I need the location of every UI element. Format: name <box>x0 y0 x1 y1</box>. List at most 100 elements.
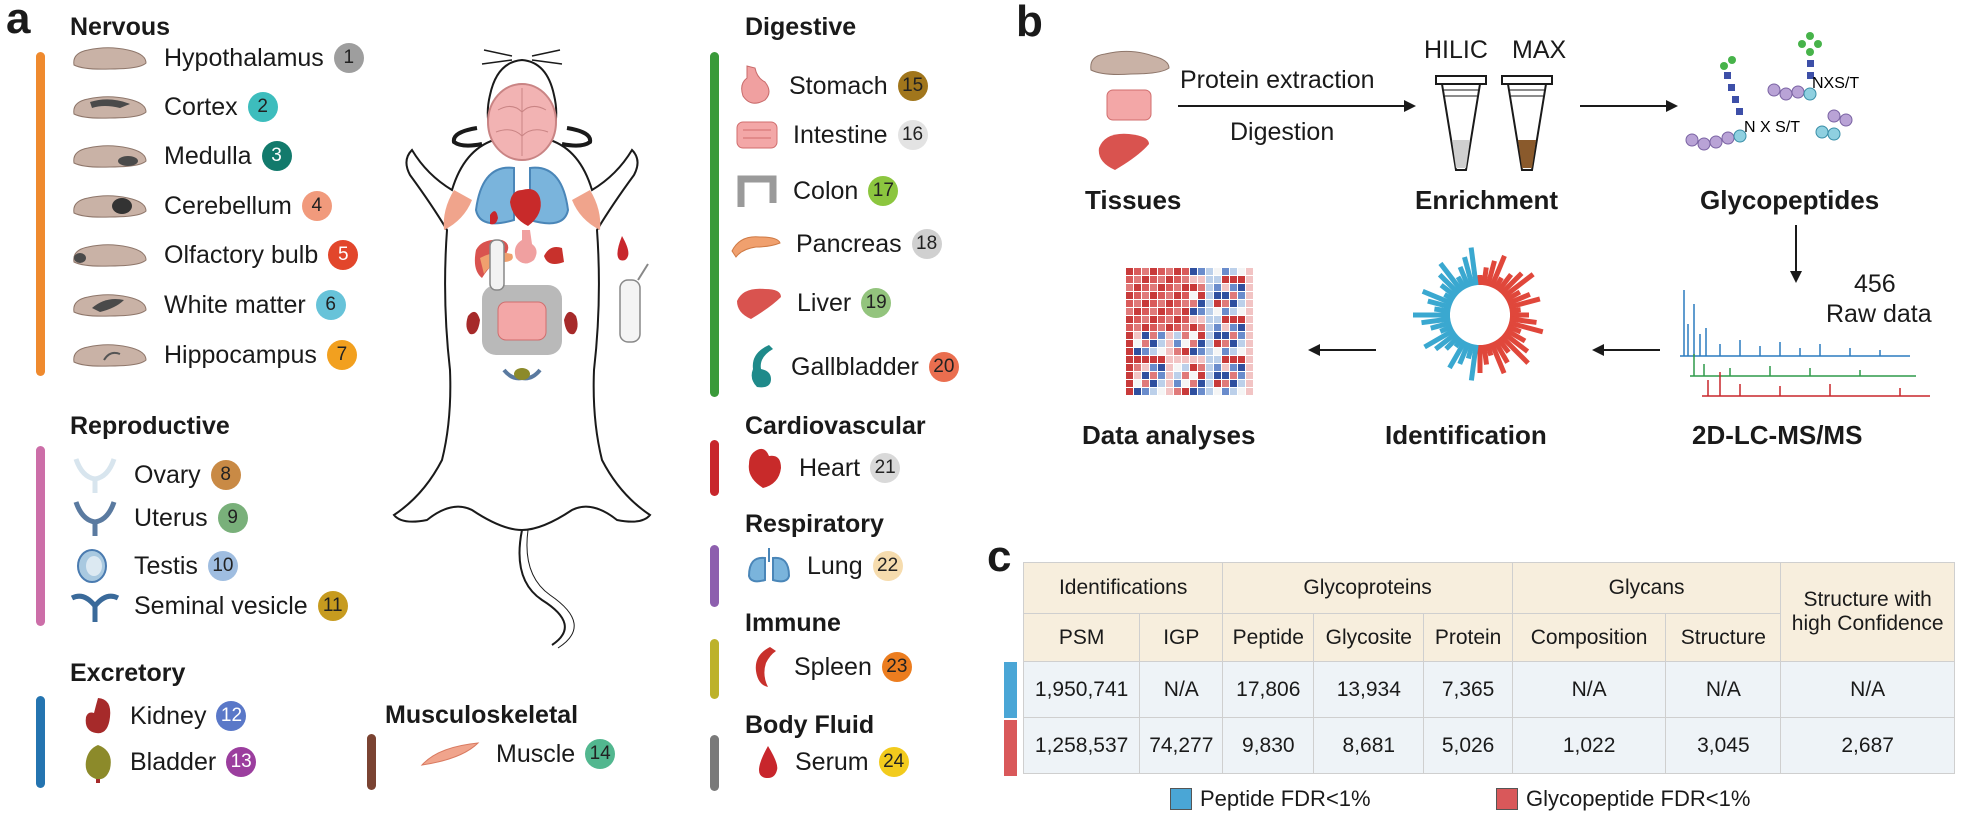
heatmap-cell <box>1150 332 1157 339</box>
lcms-label: 2D-LC-MS/MS <box>1692 420 1863 450</box>
item-number-badge: 18 <box>911 229 942 259</box>
item-number-badge: 10 <box>207 551 238 581</box>
heatmap-cell <box>1142 364 1149 371</box>
column-header: PSM <box>1022 613 1141 662</box>
heatmap-cell <box>1222 276 1229 283</box>
heatmap-cell <box>1182 284 1189 291</box>
heatmap-cell <box>1166 324 1173 331</box>
heatmap-cell <box>1134 372 1141 379</box>
table-cell: N/A <box>1511 661 1667 718</box>
heatmap-cell <box>1182 276 1189 283</box>
circular-bar <box>1430 320 1452 331</box>
heatmap-cell <box>1150 356 1157 363</box>
item-label: Intestine <box>793 120 888 149</box>
heatmap-cell <box>1182 316 1189 323</box>
row-color-bar-1 <box>1004 662 1017 718</box>
list-item-intestine: Intestine 16 <box>735 118 928 152</box>
legend-label: Peptide FDR<1% <box>1200 786 1371 811</box>
heatmap-cell <box>1206 316 1213 323</box>
group-bar-body-fluid <box>710 735 719 791</box>
list-item-ovary: Ovary 8 <box>70 457 241 493</box>
list-item-muscle: Muscle 14 <box>418 739 616 769</box>
heatmap-cell <box>1198 308 1205 315</box>
heatmap-cell <box>1134 364 1141 371</box>
table-cell: 1,950,741 <box>1022 661 1141 718</box>
item-number-badge: 12 <box>216 701 247 731</box>
heatmap-cell <box>1142 284 1149 291</box>
group-bar-excretory <box>36 696 45 788</box>
heatmap-cell <box>1206 292 1213 299</box>
kidney-icon <box>85 698 111 734</box>
item-number-badge: 6 <box>315 290 346 320</box>
heatmap-cell <box>1230 364 1237 371</box>
pancreas-icon <box>731 236 781 258</box>
table-row: 1,258,537 74,277 9,830 8,681 5,026 1,022… <box>1022 717 1955 774</box>
heatmap-cell <box>1206 356 1213 363</box>
heatmap-cell <box>1206 332 1213 339</box>
heatmap-cell <box>1158 380 1165 387</box>
circular-bar <box>1423 327 1456 350</box>
item-label: Testis <box>134 551 198 580</box>
glycopeptides-icon: N X S/T NXS/T <box>1685 32 1859 151</box>
digestion-label: Digestion <box>1230 118 1335 146</box>
heatmap-cell <box>1214 292 1221 299</box>
heatmap-cell <box>1182 268 1189 275</box>
item-label: Liver <box>797 288 852 317</box>
item-label: Uterus <box>134 503 208 532</box>
column-header: Glycosite <box>1313 613 1425 662</box>
item-label: Gallbladder <box>791 352 919 381</box>
heatmap-cell <box>1190 300 1197 307</box>
circular-bar <box>1443 292 1456 303</box>
heatmap-cell <box>1150 364 1157 371</box>
heatmap-cell <box>1206 388 1213 395</box>
circular-bar <box>1427 298 1452 310</box>
heatmap-cell <box>1142 348 1149 355</box>
item-number-badge: 2 <box>247 92 278 122</box>
heatmap-cell <box>1222 308 1229 315</box>
list-item-liver: Liver 19 <box>735 285 892 321</box>
group-title-cardiovascular: Cardiovascular <box>745 412 926 440</box>
heatmap-cell <box>1182 388 1189 395</box>
heatmap-cell <box>1166 340 1173 347</box>
circular-bar <box>1468 247 1479 286</box>
table-cell: 1,022 <box>1511 717 1667 774</box>
circular-bar <box>1506 292 1531 306</box>
heatmap-cell <box>1134 356 1141 363</box>
table-row: 1,950,741 N/A 17,806 13,934 7,365 N/A N/… <box>1022 661 1955 718</box>
list-item-spleen: Spleen 23 <box>750 645 912 689</box>
heatmap-cell <box>1126 332 1133 339</box>
heatmap-cell <box>1214 276 1221 283</box>
heatmap-cell <box>1214 308 1221 315</box>
heatmap-cell <box>1142 316 1149 323</box>
heatmap-cell <box>1222 284 1229 291</box>
testis-icon <box>77 549 107 583</box>
column-header: Structure <box>1665 613 1782 662</box>
heatmap-cell <box>1166 372 1173 379</box>
heatmap-cell <box>1198 316 1205 323</box>
heatmap-cell <box>1126 284 1133 291</box>
heatmap-cell <box>1222 300 1229 307</box>
heatmap-cell <box>1230 332 1237 339</box>
heatmap-cell <box>1222 372 1229 379</box>
raw-count-label: 456 <box>1854 270 1896 298</box>
item-label: Olfactory bulb <box>164 240 319 269</box>
list-item-cerebellum: Cerebellum 4 <box>70 191 332 221</box>
heatmap-cell <box>1166 348 1173 355</box>
heatmap-cell <box>1142 340 1149 347</box>
spleen-icon <box>755 647 776 687</box>
stomach-icon <box>741 65 770 104</box>
heatmap-cell <box>1158 332 1165 339</box>
group-title-body-fluid: Body Fluid <box>745 711 875 739</box>
heatmap-cell <box>1142 268 1149 275</box>
item-label: Hypothalamus <box>164 43 324 72</box>
heatmap-cell <box>1166 356 1173 363</box>
item-number-badge: 8 <box>210 460 241 490</box>
heatmap-cell <box>1198 380 1205 387</box>
list-item-lung: Lung 22 <box>745 546 903 586</box>
heatmap-cell <box>1238 332 1245 339</box>
heatmap-cell <box>1126 348 1133 355</box>
heatmap-cell <box>1174 372 1181 379</box>
heatmap-cell <box>1190 324 1197 331</box>
heatmap-cell <box>1190 340 1197 347</box>
glycopeptides-label: Glycopeptides <box>1700 185 1880 215</box>
